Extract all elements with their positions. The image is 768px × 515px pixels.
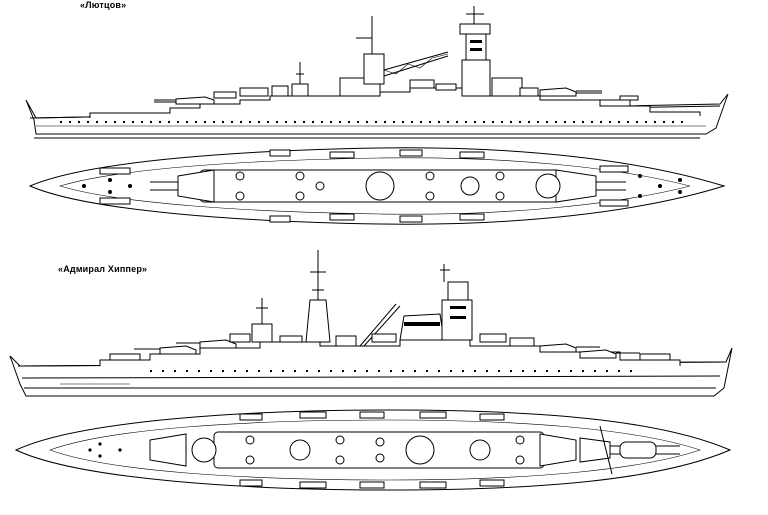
- ship-label-hipper: «Адмирал Хиппер»: [58, 264, 148, 274]
- hipper-top-details: [88, 411, 525, 489]
- lutzow-portholes: [60, 121, 683, 123]
- ship-label-lutzow: «Лютцов»: [80, 0, 127, 10]
- lutzow-side-profile: [25, 6, 729, 139]
- lutzow-fwd-turret: [539, 87, 577, 97]
- lutzow-top-plan: [28, 147, 726, 225]
- hipper-top-plan: [14, 409, 732, 491]
- lutzow-aft-turret: [175, 96, 215, 105]
- lutzow-top-details: [82, 149, 682, 223]
- lutzow-side-details: [213, 79, 639, 107]
- hipper-side-profile: [9, 250, 733, 397]
- hipper-side-details: [109, 333, 671, 372]
